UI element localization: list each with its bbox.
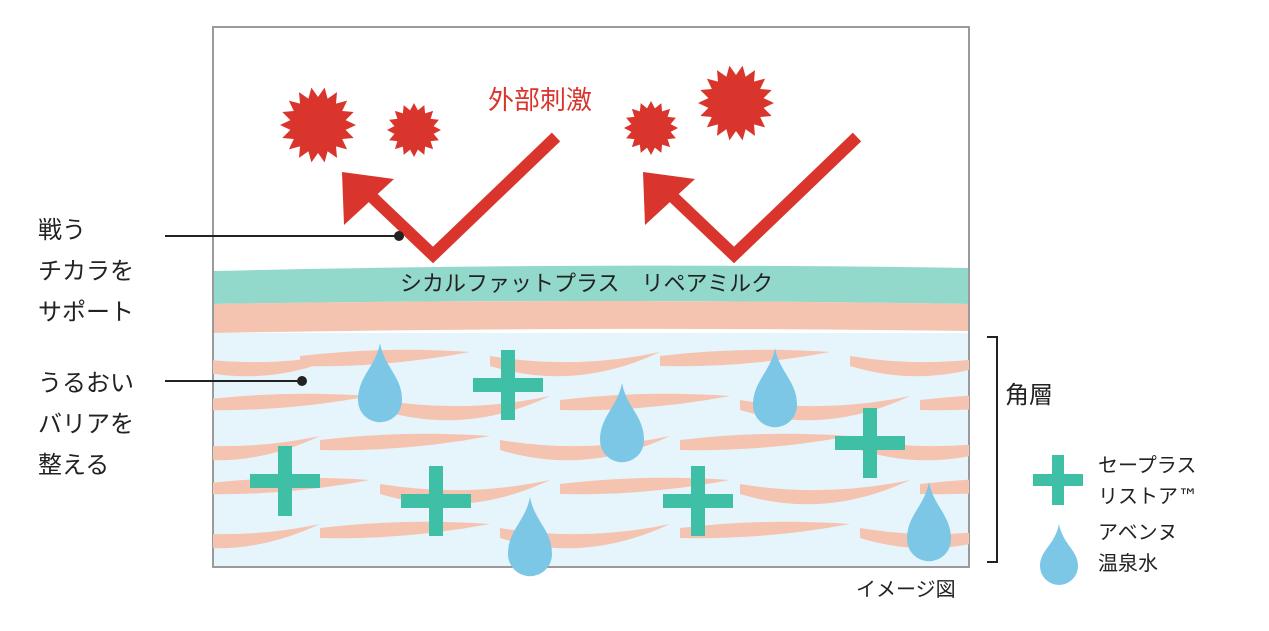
plus-cross-icon [473, 350, 543, 420]
skin-cell [660, 349, 830, 367]
barrier-products-label: シカルファットプラス リペアミルク [400, 272, 774, 297]
cross-bar-horizontal [473, 378, 543, 392]
cross-bar-horizontal [250, 474, 320, 488]
legend-drop-line2: 温泉水 [1098, 551, 1158, 575]
irritant-burst-icon [280, 87, 356, 163]
skin-cell [320, 521, 490, 539]
skin-cell [920, 479, 969, 495]
cross-bar-horizontal [401, 494, 471, 508]
water-drop-icon [600, 383, 644, 463]
skin-cell [320, 433, 490, 451]
callout-fight-line1: 戦う [38, 216, 86, 244]
skin-cell [850, 356, 969, 377]
deflect-arrows [365, 132, 862, 264]
deflect-arrow-icon [666, 132, 862, 264]
stratum-label: 角層 [1005, 381, 1053, 409]
irritant-burst-icon [387, 103, 441, 157]
callout-dot [394, 231, 404, 241]
water-drop-icon [907, 482, 951, 562]
stratum-bracket [987, 336, 998, 563]
cross-bar-horizontal [663, 494, 733, 508]
skin-cell [490, 352, 660, 377]
skin-cell [680, 433, 850, 451]
skin-cell [300, 349, 470, 367]
cross-bar-horizontal [835, 436, 905, 450]
water-drops [358, 343, 951, 577]
skin-cell [213, 436, 320, 461]
skin-cell [380, 396, 550, 421]
barrier-film [214, 265, 968, 304]
skin-surface-band [214, 301, 968, 333]
legend-drop-line1: アベンヌ [1098, 520, 1178, 544]
skin-cell [213, 524, 320, 549]
skin-cell [740, 480, 910, 505]
legend-water-drop-icon [1040, 524, 1078, 585]
plus-cross-icon [401, 466, 471, 536]
callout-dot [297, 376, 307, 386]
callout-fight-line2: チカラを [38, 257, 134, 285]
callout-moist-line2: バリアを [38, 410, 134, 438]
skin-cell [920, 395, 969, 411]
skin-cell [500, 436, 670, 461]
skin-cell [680, 521, 850, 539]
skin-cell [560, 477, 730, 495]
irritant-burst-icon [624, 101, 678, 155]
water-drop-icon [753, 348, 797, 428]
arrow-head-icon [342, 172, 394, 225]
skin-cell [213, 393, 370, 411]
plus-cross-icon [835, 408, 905, 478]
plus-cross-icon [250, 446, 320, 516]
deflect-arrow-icon [365, 132, 561, 264]
plus-cross-icon [663, 466, 733, 536]
legend-plus-cross-icon [1033, 455, 1083, 505]
irritant-bursts [280, 65, 774, 163]
callout-fight-line3: サポート [38, 298, 134, 326]
water-drop-icon [358, 343, 402, 423]
irritant-burst-icon [698, 65, 774, 141]
legend-cross-line2: リストア™ [1098, 484, 1198, 508]
water-drop-icon [508, 497, 552, 577]
callout-moist-line1: うるおい [38, 369, 134, 397]
plus-crosses [250, 350, 905, 536]
image-caption: イメージ図 [856, 577, 956, 601]
skin-cell [560, 393, 730, 411]
legend-cross-line1: セープラス [1098, 453, 1197, 477]
callout-moist-line3: 整える [38, 451, 110, 479]
arrow-head-icon [643, 172, 695, 225]
irritant-title: 外部刺激 [488, 86, 593, 116]
